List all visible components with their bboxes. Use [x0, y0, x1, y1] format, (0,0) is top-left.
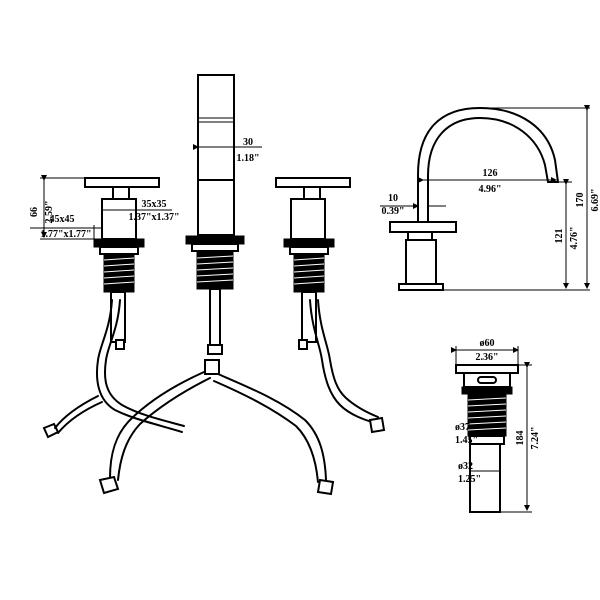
center-hose-left-fitting: [98, 475, 120, 495]
handle-height-in: 2.59": [44, 200, 55, 223]
spout-width-in: 1.18": [236, 153, 259, 164]
drain-thread-mm: ø37: [455, 422, 470, 433]
right-hose: [309, 299, 376, 424]
spout-width-mm: 30: [243, 137, 253, 148]
right-handle-assembly: [275, 177, 386, 434]
spout-reach-mm: 126: [483, 168, 498, 179]
drain-length-mm: 184: [515, 431, 526, 446]
right-handle-lever: [275, 177, 351, 188]
total-height-mm: 170: [575, 193, 586, 208]
side-body: [405, 239, 437, 285]
tee-connector: [204, 359, 220, 375]
spout-height-in: 4.76": [569, 226, 580, 249]
center-spout-assembly: [98, 74, 335, 496]
drain-flange: [461, 386, 513, 395]
total-height-in: 6.69": [590, 188, 600, 211]
drain-assembly: ø60 2.36" ø37 1.45" ø32 1.25" 184 7.24": [451, 338, 541, 513]
drain-tailpiece: [469, 443, 501, 513]
spout-lower: [197, 179, 235, 236]
spout-arc-inner: [427, 117, 549, 223]
drain-top-mm: ø60: [480, 338, 495, 349]
handle-base-in: 1.77"x1.77": [40, 229, 91, 240]
drain-tail-in: 1.25": [458, 474, 481, 485]
handle-base-mm: 45x45: [50, 214, 75, 225]
right-handle-thread: [293, 253, 325, 293]
drain-length-in: 7.24": [530, 426, 541, 449]
center-hose-right-fitting: [316, 478, 335, 496]
spout-reach-in: 4.96": [478, 184, 501, 195]
spout-base: [185, 235, 245, 245]
spout-offset-mm: 10: [388, 193, 398, 204]
handle-block-in: 1.37"x1.37": [128, 212, 179, 223]
spout-height-mm: 121: [554, 229, 565, 244]
side-base: [398, 283, 444, 291]
drain-cap: [455, 364, 519, 374]
spout-width-dimension: 30 1.18": [193, 137, 262, 170]
spout-upper: [197, 74, 235, 181]
side-profile-view: 126 4.96" 10 0.39" 121 4.76" 170 6.69": [380, 105, 600, 291]
left-handle-assembly: [42, 177, 185, 439]
drain-tail-mm: ø32: [458, 461, 473, 472]
spout-offset-in: 0.39": [381, 206, 404, 217]
handle-block-mm: 35x35: [142, 199, 167, 210]
left-handle-nut: [99, 246, 139, 255]
right-hose-fitting: [368, 416, 386, 434]
left-handle-base: [93, 238, 145, 248]
left-handle-dimensions: 66 2.59" 45x45 1.77"x1.77" 35x35 1.37"x1…: [29, 175, 180, 240]
handle-height-mm: 66: [29, 207, 40, 217]
drain-thread-in: 1.45": [455, 435, 478, 446]
right-handle-body: [290, 198, 326, 240]
spout-arc-outer: [417, 107, 559, 223]
left-hose: [96, 299, 183, 433]
left-handle-lever: [84, 177, 160, 188]
drain-top-in: 2.36": [475, 352, 498, 363]
left-handle-neck: [112, 186, 130, 200]
center-hose-right: [217, 373, 327, 481]
spout-inlet: [209, 288, 221, 350]
center-hose-left: [109, 371, 205, 479]
side-handle-lever: [389, 221, 457, 233]
